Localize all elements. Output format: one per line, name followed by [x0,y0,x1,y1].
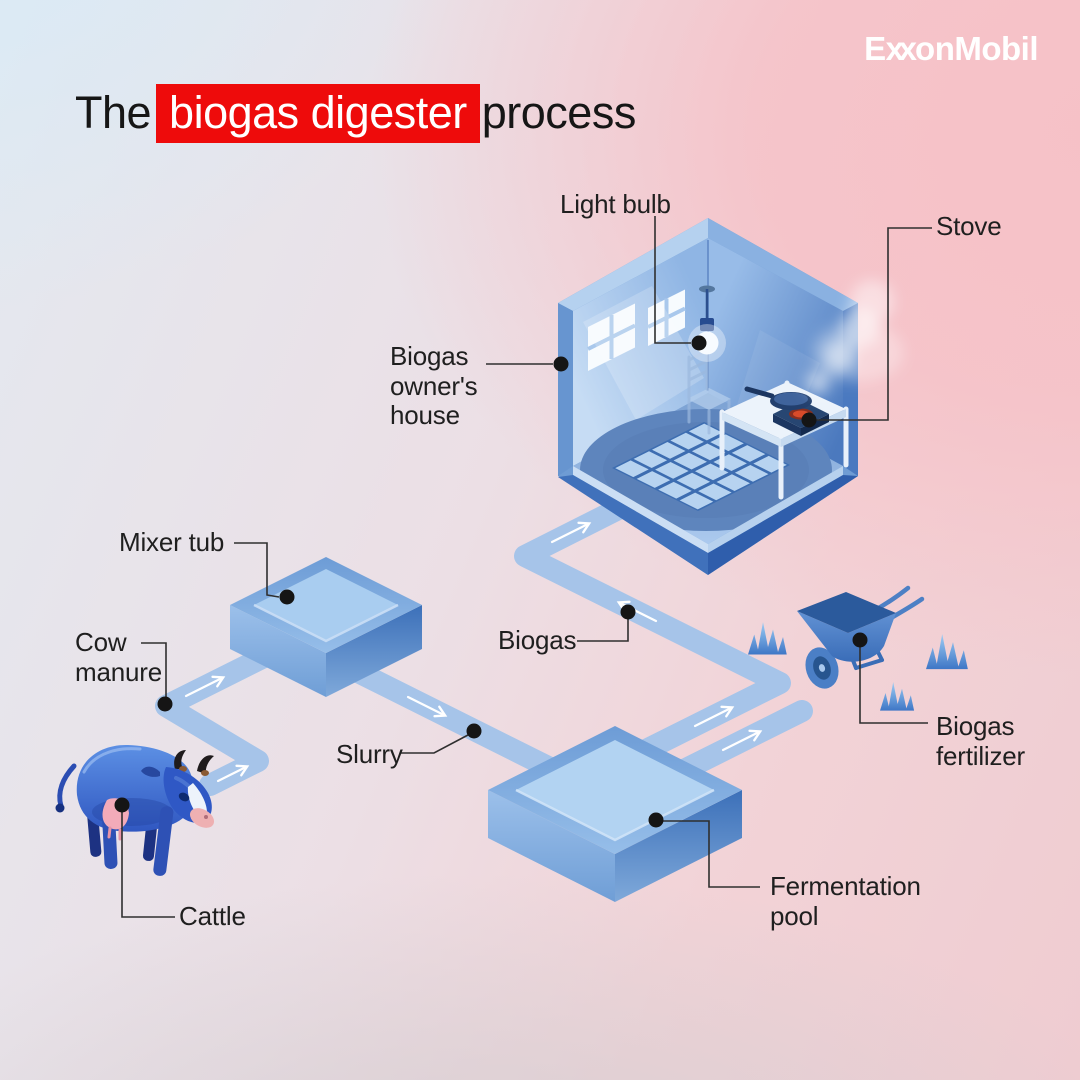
fermentation-pool-figure [488,726,742,902]
callout-slurry [401,723,482,754]
callout-leaders [114,216,932,918]
title-prefix: The [75,87,152,138]
callout-biogas [577,604,636,642]
arrow-cow-2 [184,675,226,698]
window-left [587,303,636,371]
floor-tile-mat [612,422,790,511]
callout-light-bulb [654,216,707,351]
pan [744,386,812,410]
label-fermentation-pool: Fermentation pool [770,871,921,931]
arrow-cow-1 [216,764,250,783]
label-stove: Stove [936,211,1002,241]
callout-biogas-fertilizer [852,632,928,724]
pipe-slurry [339,657,561,779]
label-biogas: Biogas [498,625,577,655]
flow-arrows [184,521,763,783]
title-highlight: biogas digester [156,84,480,143]
label-house: Biogas owner's house [390,341,478,431]
label-cattle: Cattle [179,901,246,931]
label-biogas-fertilizer: Biogas fertilizer [936,711,1026,771]
logo-xx: xx [885,30,917,67]
exxonmobil-logo: ExxonMobil [864,30,1038,68]
arrow-slurry [406,695,448,718]
arrow-biogas-3 [550,521,592,544]
callout-stove [801,227,932,428]
label-light-bulb: Light bulb [560,189,671,219]
label-cow-manure: Cow manure [75,627,162,687]
callout-mixer-tub [234,542,295,605]
callout-house [486,356,569,372]
steam [806,280,904,394]
mixer-tub-figure [230,557,422,697]
title-suffix: process [481,87,637,138]
window-right [647,289,686,346]
cattle-figure [55,744,215,876]
logo-rest: onMobil [915,30,1038,67]
house-figure [558,218,904,575]
callout-cattle [114,797,175,918]
callout-cow-manure [141,642,173,712]
arrow-biogas-1 [693,705,735,728]
label-mixer-tub: Mixer tub [119,527,225,557]
label-slurry: Slurry [336,739,403,769]
logo-e: E [864,30,886,67]
arrow-fertilizer [721,729,763,752]
callout-fermentation-pool [648,812,760,888]
